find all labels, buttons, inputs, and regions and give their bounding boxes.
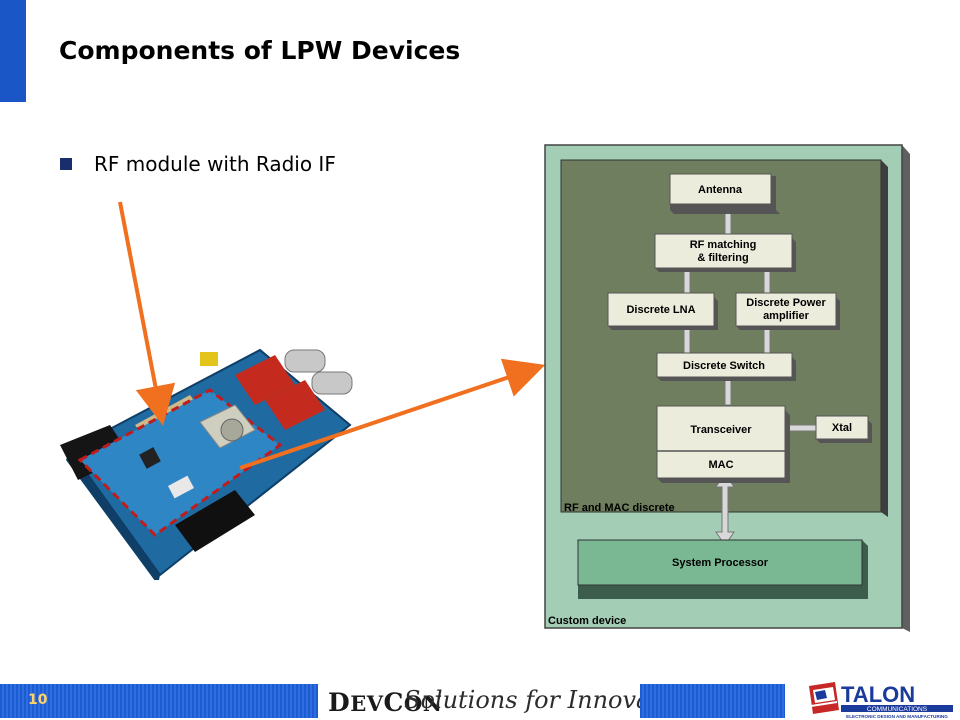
antenna-label: Antenna bbox=[698, 184, 743, 196]
devcon-logo: DEVCON bbox=[328, 688, 443, 717]
rf-matching-label-line1: RF matching bbox=[690, 239, 757, 251]
xtal-label: Xtal bbox=[832, 422, 852, 434]
transceiver-mac-block: Transceiver MAC bbox=[656, 405, 790, 483]
xtal-block: Xtal bbox=[815, 415, 872, 443]
svg-text:COMMUNICATIONS: COMMUNICATIONS bbox=[867, 706, 928, 713]
rf-matching-label-line2: & filtering bbox=[697, 252, 748, 264]
talon-logo: TALON COMMUNICATIONS ELECTRONIC DESIGN A… bbox=[809, 682, 953, 719]
title-accent-bar bbox=[0, 0, 26, 102]
footer-band-left bbox=[0, 684, 318, 718]
discrete-lna-label: Discrete LNA bbox=[626, 304, 695, 316]
transceiver-label: Transceiver bbox=[690, 424, 752, 436]
system-processor-block: System Processor bbox=[577, 539, 868, 599]
svg-text:TALON: TALON bbox=[841, 682, 915, 707]
mac-label: MAC bbox=[708, 459, 733, 471]
page-number: 10 bbox=[28, 692, 48, 708]
footer-band-mid bbox=[640, 684, 785, 718]
svg-text:ELECTRONIC DESIGN AND MANUFACT: ELECTRONIC DESIGN AND MANUFACTURING bbox=[846, 714, 948, 719]
discrete-switch-block: Discrete Switch bbox=[656, 352, 796, 381]
antenna-block: Antenna bbox=[669, 173, 780, 214]
talon-flag-icon bbox=[809, 682, 839, 714]
power-amplifier-block: Discrete Power amplifier bbox=[735, 292, 840, 330]
square-bullet-icon bbox=[60, 158, 72, 170]
discrete-lna-block: Discrete LNA bbox=[607, 292, 718, 330]
slide-footer: 10 DEVCON Solutions for Innovation TALON… bbox=[0, 678, 960, 720]
rf-matching-block: RF matching & filtering bbox=[654, 233, 796, 272]
discrete-switch-label: Discrete Switch bbox=[683, 360, 765, 372]
block-diagram: Antenna RF matching & filtering Discrete… bbox=[544, 144, 910, 632]
bullet-item: RF module with Radio IF bbox=[60, 152, 336, 176]
rf-module-photo bbox=[60, 348, 353, 580]
power-amp-label-line1: Discrete Power bbox=[746, 297, 826, 309]
rf-mac-discrete-label: RF and MAC discrete bbox=[564, 502, 675, 514]
custom-device-label: Custom device bbox=[548, 615, 626, 627]
power-amp-label-line2: amplifier bbox=[763, 310, 810, 322]
bullet-text: RF module with Radio IF bbox=[94, 152, 336, 176]
system-processor-label: System Processor bbox=[672, 557, 769, 569]
slide-title: Components of LPW Devices bbox=[59, 36, 461, 65]
